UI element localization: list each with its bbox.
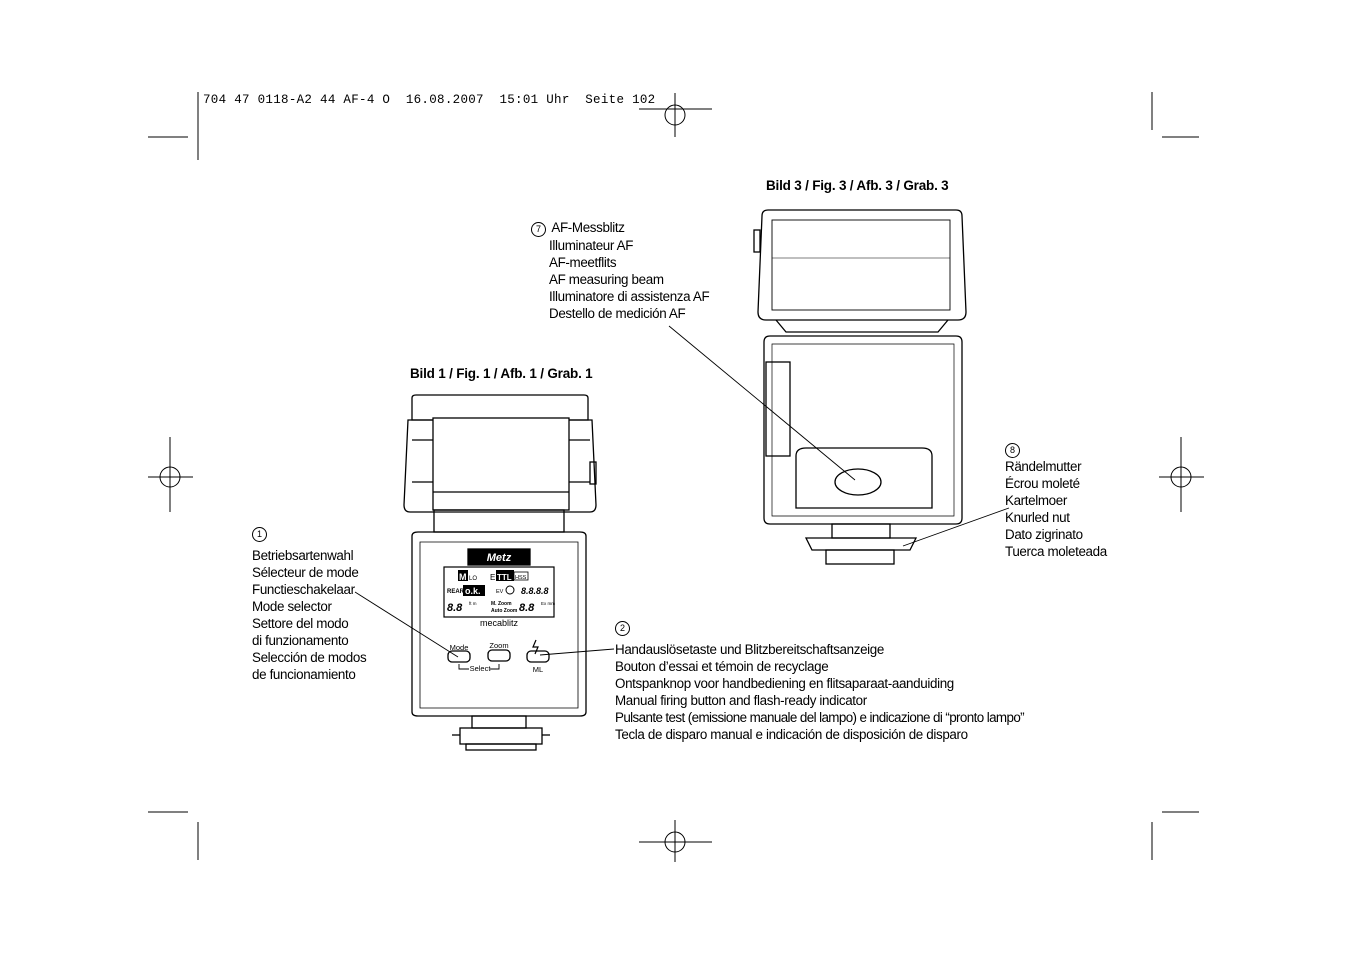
lcd-segments-left: 8.8 [447, 602, 463, 614]
leader-lines [354, 325, 1010, 658]
crop-marks [148, 92, 1199, 860]
lcd-unit-ft-m: ft m [469, 601, 477, 606]
lcd-zoom-label-1: M. Zoom [491, 601, 512, 607]
callout-7-line: Destello de medición AF [549, 306, 686, 321]
lcd-mode-e: E [490, 573, 495, 582]
registration-marks [148, 93, 1204, 862]
figure-3-caption: Bild 3 / Fig. 3 / Afb. 3 / Grab. 3 [766, 178, 949, 193]
callout-2-line: Manual firing button and flash-ready ind… [615, 693, 867, 708]
print-header: 704 47 0118-A2 44 AF-4 O 16.08.2007 15:0… [203, 93, 656, 107]
callout-8-number: 8 [1005, 443, 1020, 458]
lcd-segments-top: 8.8.8.8 [521, 586, 549, 596]
callout-2-number: 2 [615, 621, 630, 636]
callout-2-line: Handauslösetaste und Blitzbereitschaftsa… [615, 642, 885, 657]
callout-2-line: Pulsante test (emissione manuale del lam… [615, 710, 1025, 725]
brand-logo: Metz [487, 552, 512, 564]
callout-8-line: Dato zigrinato [1005, 527, 1083, 542]
callout-8-line: Kartelmoer [1005, 493, 1067, 508]
callout-1-line: Sélecteur de mode [252, 565, 359, 580]
callout-2-line: Tecla de disparo manual e indicación de … [615, 727, 968, 742]
callout-7-line: AF-Messblitz [551, 220, 625, 235]
lcd-ev: EV [496, 589, 504, 595]
flash-unit-front-view [753, 209, 967, 565]
callout-7-line: Illuminatore di assistenza AF [549, 289, 710, 304]
callout-7-line: Illuminateur AF [549, 238, 634, 253]
callout-1-line: de funcionamiento [252, 667, 356, 682]
lcd-segments-right: 8.8 [519, 602, 535, 614]
lcd-rear: REAR [447, 589, 465, 595]
lcd-mode-hss: HSS [515, 575, 527, 581]
callout-1: 1 Betriebsartenwahl Sélecteur de mode Fu… [252, 524, 367, 683]
callout-2-line: Ontspanknop voor handbediening en flitsa… [615, 676, 954, 691]
callout-1-line: Mode selector [252, 599, 332, 614]
callout-1-line: Functieschakelaar [252, 582, 355, 597]
callout-7: 7 AF-Messblitz Illuminateur AF AF-meetfl… [531, 219, 710, 322]
lcd-ok: o.k. [465, 586, 481, 596]
ml-button-label: ML [533, 665, 543, 674]
callout-8-line: Knurled nut [1005, 510, 1070, 525]
callout-2-line: Bouton d’essai et témoin de recyclage [615, 659, 829, 674]
model-label: mecablitz [480, 618, 519, 628]
figure-1-caption: Bild 1 / Fig. 1 / Afb. 1 / Grab. 1 [410, 366, 593, 381]
callout-7-line: AF measuring beam [549, 272, 664, 287]
zoom-button-label: Zoom [489, 641, 508, 650]
callout-8-line: Rändelmutter [1005, 459, 1082, 474]
callout-8-line: Tuerca moleteada [1005, 544, 1107, 559]
lcd-zoom-label-2: Auto Zoom [491, 608, 518, 614]
callout-1-line: di funzionamento [252, 633, 349, 648]
lcd-mode-ttl: TTL [497, 573, 512, 582]
flash-unit-labels: Metz M LO E TTL HSS REAR o.k. EV 8.8.8.8… [447, 552, 555, 674]
mode-button-label: Mode [450, 643, 469, 652]
callout-2: 2 Handauslösetaste und Blitzbereitschaft… [615, 618, 1025, 743]
callout-1-line: Settore del modo [252, 616, 349, 631]
lcd-mode-lo: LO [469, 576, 477, 582]
flash-unit-rear-view [403, 394, 597, 751]
select-label: Select [470, 664, 492, 673]
lcd-mode-m: M [459, 572, 467, 582]
callout-1-line: Selección de modos [252, 650, 367, 665]
callout-8-line: Écrou moleté [1005, 476, 1080, 491]
lcd-unit-ex-mm: Ex mm [541, 601, 555, 606]
callout-8: 8 Rändelmutter Écrou moleté Kartelmoer K… [1005, 440, 1107, 560]
callout-1-line: Betriebsartenwahl [252, 548, 354, 563]
callout-7-number: 7 [531, 222, 546, 237]
callout-7-line: AF-meetflits [549, 255, 617, 270]
callout-1-number: 1 [252, 527, 267, 542]
